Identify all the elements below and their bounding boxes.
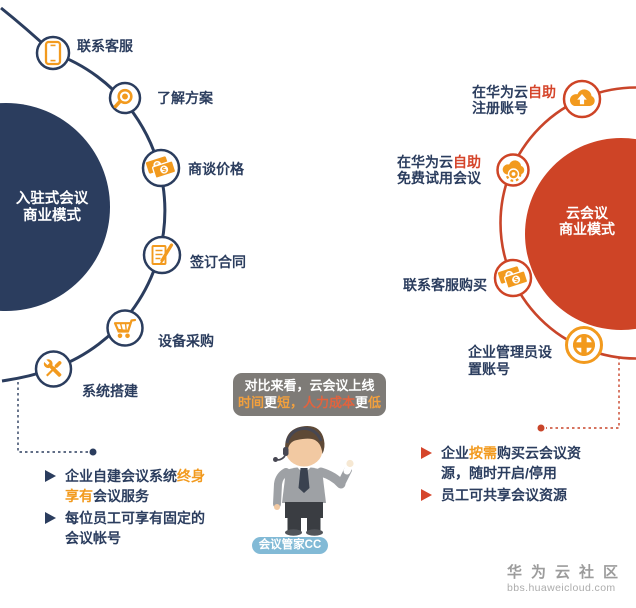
mascot-cc	[273, 426, 354, 536]
mascot-badge: 会议管家CC	[252, 537, 328, 554]
plus-icon	[565, 326, 603, 364]
list-item: 每位员工可享有固定的会议帐号	[45, 508, 217, 548]
svg-text:$: $	[513, 274, 521, 284]
left-model-title: 入驻式会议 商业模式	[15, 191, 89, 224]
right-model-circle	[525, 138, 636, 330]
right-notes: 企业按需购买云会议资源，随时开启/停用 员工可共享会议资源	[421, 443, 593, 505]
right-dotted-connector	[546, 357, 620, 429]
left-notes: 企业自建会议系统终身享有会议服务 每位员工可享有固定的会议帐号	[45, 466, 217, 548]
brand-name: 华为云社区	[507, 564, 628, 581]
step-label-sign-contract: 签订合同	[190, 254, 246, 270]
step-label-contact-purchase: 联系客服购买	[403, 277, 487, 293]
right-model-title: 云会议 商业模式	[559, 205, 615, 237]
left-dotted-connector	[17, 382, 88, 453]
cloud-upload-icon	[562, 79, 602, 119]
step-label-equipment-purchase: 设备采购	[158, 333, 214, 349]
list-item: 企业自建会议系统终身享有会议服务	[45, 466, 217, 506]
step-label-contact-service: 联系客服	[77, 38, 133, 54]
step-label-free-trial: 在华为云自助 免费试用会议	[397, 154, 481, 186]
step-label-learn-solution: 了解方案	[157, 90, 213, 106]
step-label-register-account: 在华为云自助 注册账号	[472, 84, 556, 116]
list-item: 企业按需购买云会议资源，随时开启/停用	[421, 443, 593, 483]
tools-icon	[34, 350, 73, 388]
step-label-admin-setup: 企业管理员设置账号	[468, 344, 552, 377]
triangle-bullet-icon	[421, 489, 432, 501]
triangle-bullet-icon	[45, 512, 56, 524]
left-connector-dot	[89, 448, 97, 456]
bubble-line1: 对比来看，云会议上线	[244, 378, 375, 393]
cloud-gear-icon	[496, 153, 530, 187]
banknotes-icon: $ $	[141, 148, 181, 188]
triangle-bullet-icon	[45, 470, 56, 482]
left-model-circle	[0, 103, 110, 311]
phone-icon	[35, 35, 71, 71]
magnifier-icon	[108, 81, 142, 115]
bubble-line2: 时间更短，人力成本更低	[237, 395, 382, 410]
contract-pencil-icon	[142, 235, 182, 275]
banknotes-icon: $ $	[493, 258, 533, 298]
step-label-system-setup: 系统搭建	[82, 383, 138, 399]
brand-url: bbs.huaweicloud.com	[507, 582, 616, 594]
list-item: 员工可共享会议资源	[421, 485, 593, 505]
shopping-cart-icon	[106, 309, 144, 347]
svg-text:$: $	[161, 164, 169, 174]
step-label-negotiate-price: 商谈价格	[188, 161, 244, 177]
huaweicloud-community-logo: 华为云社区 bbs.huaweicloud.com	[507, 565, 627, 595]
triangle-bullet-icon	[421, 447, 432, 459]
comparison-bubble: 对比来看，云会议上线 时间更短，人力成本更低	[233, 373, 386, 416]
right-connector-dot	[537, 424, 545, 432]
